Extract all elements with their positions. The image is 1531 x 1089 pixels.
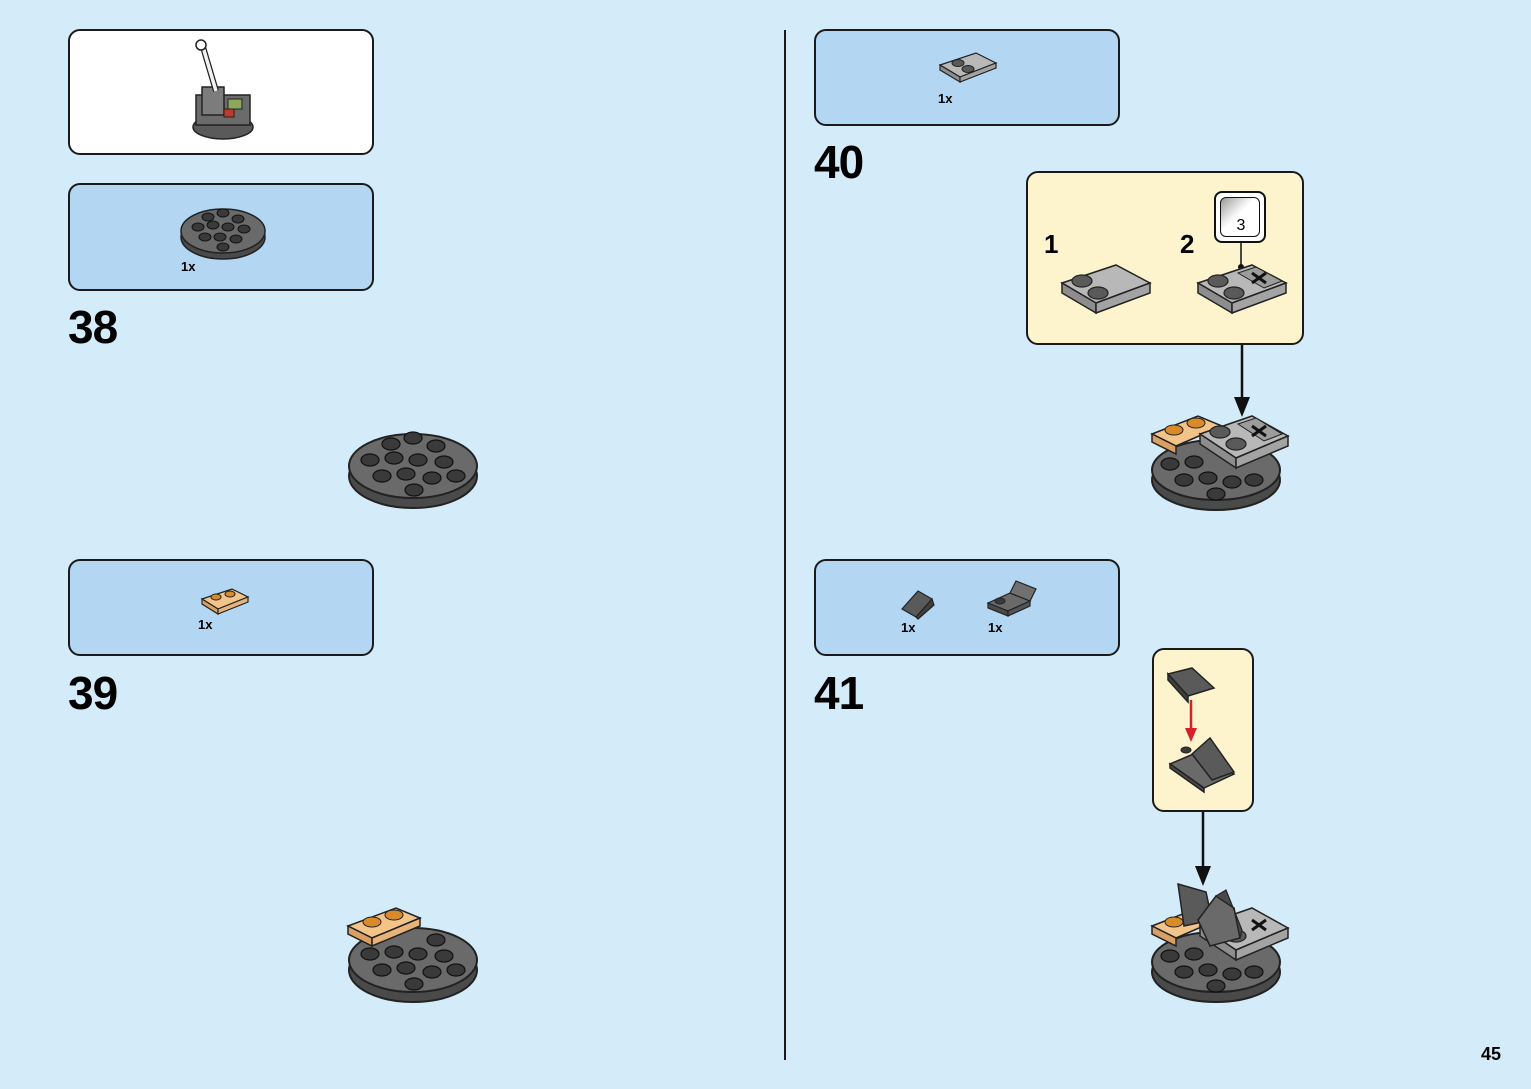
dark-slope-icon: [900, 587, 936, 619]
sticker-badge: 3: [1214, 191, 1266, 243]
part-quantity: 1x: [181, 259, 195, 274]
part-quantity: 1x: [938, 91, 952, 106]
step-number-38: 38: [68, 300, 117, 354]
tan-plate-1x2-icon: [198, 585, 250, 615]
sub-step-number-1: 1: [1044, 229, 1058, 260]
down-arrow-icon: [1232, 345, 1252, 417]
sub-step-number-2: 2: [1180, 229, 1194, 260]
part-quantity: 1x: [988, 620, 1002, 635]
round-plate-4x4-icon: [180, 199, 266, 261]
bracket-with-slope-icon: [1168, 734, 1238, 794]
stickered-tile-icon: [1194, 261, 1290, 329]
model-preview-box: [68, 29, 374, 155]
page-divider: [784, 30, 786, 1060]
step-number-39: 39: [68, 666, 117, 720]
down-arrow-icon: [1193, 812, 1213, 886]
part-quantity: 1x: [198, 617, 212, 632]
grey-tile-2x2-icon: [936, 49, 1000, 89]
step-40-subassembly-box: 1 2 3: [1026, 171, 1304, 345]
step-number-41: 41: [814, 666, 863, 720]
step-38-assembly-image: [346, 418, 480, 512]
page-number: 45: [1481, 1044, 1501, 1065]
step-39-parts-box: 1x: [68, 559, 374, 656]
step-41-parts-box: 1x 1x: [814, 559, 1120, 656]
step-40-assembly-image: [1150, 408, 1290, 514]
sticker-number: 3: [1216, 217, 1266, 235]
step-number-40: 40: [814, 135, 863, 189]
step-40-parts-box: 1x: [814, 29, 1120, 126]
grey-tile-2x2-icon: [1058, 261, 1154, 329]
step-39-assembly-image: [346, 900, 480, 1006]
model-preview-image: [188, 39, 258, 149]
bracket-plate-icon: [986, 579, 1038, 619]
step-41-assembly-image: [1150, 880, 1290, 1006]
part-quantity: 1x: [901, 620, 915, 635]
step-41-subassembly-box: [1152, 648, 1254, 812]
step-38-parts-box: 1x: [68, 183, 374, 291]
